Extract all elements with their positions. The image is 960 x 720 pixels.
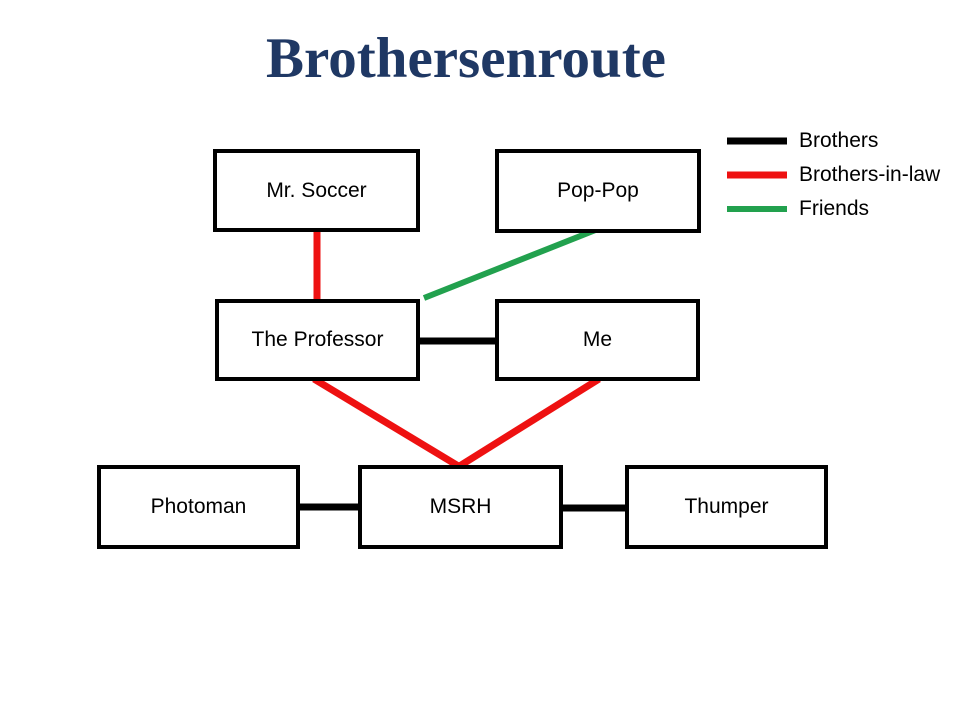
node-the-professor: The Professor: [215, 299, 420, 381]
node-pop-pop: Pop-Pop: [495, 149, 701, 233]
node-mr-soccer: Mr. Soccer: [213, 149, 420, 232]
legend-label-friends: Friends: [799, 197, 870, 220]
legend-label-brothers-in-law: Brothers-in-law: [799, 163, 941, 186]
node-pop-pop-label: Pop-Pop: [557, 179, 639, 202]
node-photoman: Photoman: [97, 465, 300, 549]
node-msrh-label: MSRH: [429, 495, 492, 518]
brothers-line-swatch: [727, 137, 787, 145]
edge-poppop-professor-line: [422, 226, 600, 301]
page-title: Brothersenroute: [265, 27, 666, 90]
node-the-professor-label: The Professor: [251, 328, 384, 351]
legend-row-friends: Friends: [727, 192, 940, 226]
node-mr-soccer-label: Mr. Soccer: [266, 178, 367, 202]
brothers-in-law-line-swatch: [727, 171, 787, 179]
edge-me-msrh-line: [456, 376, 601, 470]
node-photoman-label: Photoman: [150, 495, 247, 518]
friends-line-swatch: [727, 206, 787, 212]
node-me-label: Me: [582, 328, 613, 351]
edge-professor-msrh-line: [312, 376, 462, 470]
legend: Brothers Brothers-in-law Friends: [727, 124, 940, 226]
legend-row-brothers: Brothers: [727, 124, 940, 158]
legend-label-brothers: Brothers: [799, 129, 879, 152]
node-me: Me: [495, 299, 700, 381]
node-msrh: MSRH: [358, 465, 563, 549]
node-thumper-label: Thumper: [684, 495, 769, 518]
legend-row-brothers-in-law: Brothers-in-law: [727, 158, 940, 192]
node-thumper: Thumper: [625, 465, 828, 549]
